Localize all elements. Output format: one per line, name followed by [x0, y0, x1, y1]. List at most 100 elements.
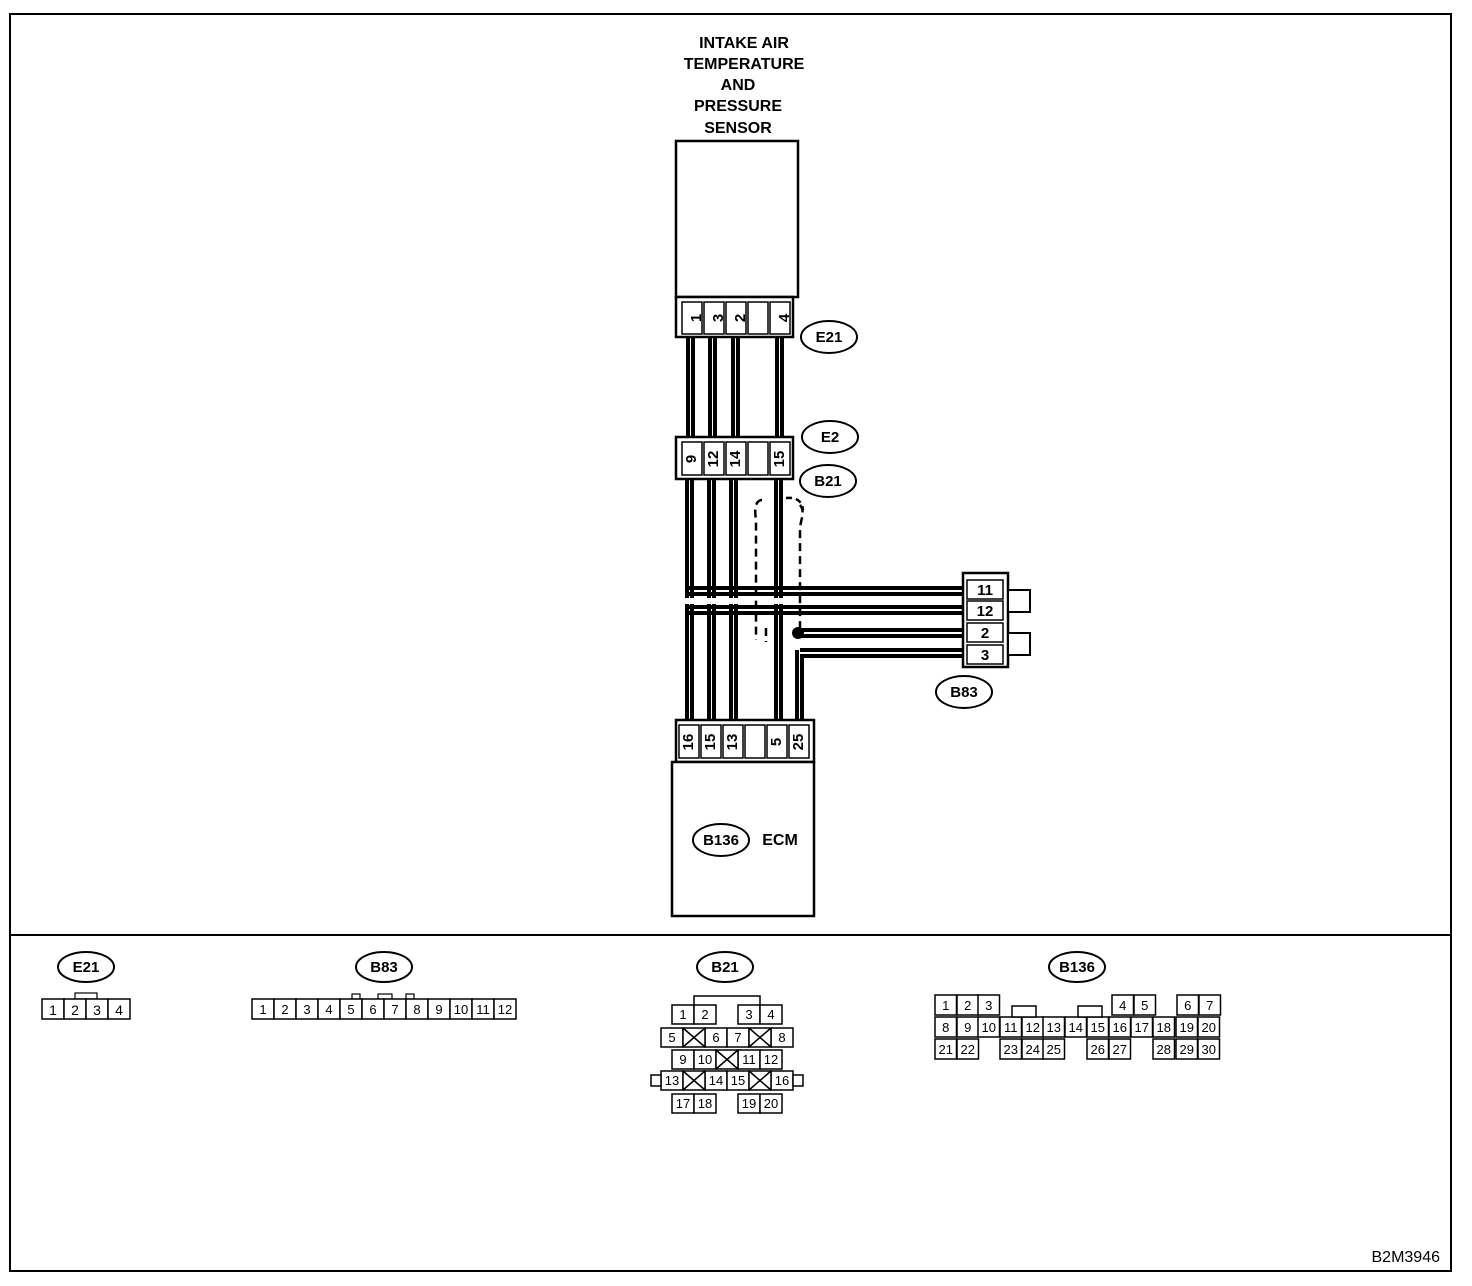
blank-pin-cross [682, 1070, 706, 1091]
b83-latch-top [1007, 589, 1031, 613]
sensor-title-line-4: PRESSURE [694, 98, 782, 115]
pin-box [1133, 994, 1157, 1016]
pin-label: 3 [985, 998, 992, 1013]
pin-label: 4 [325, 1002, 332, 1017]
pin-label: 27 [1113, 1042, 1127, 1057]
pin-label: 12 [498, 1002, 512, 1017]
pin-label: 9 [435, 1002, 442, 1017]
pin-box [759, 1093, 783, 1114]
b83-pin-label: 3 [981, 647, 989, 664]
b83-pin-boxes [966, 579, 1004, 665]
b21-badge [799, 464, 857, 498]
ecm-pin-label: 5 [768, 738, 785, 746]
pin-label: 17 [1135, 1020, 1149, 1035]
joint-pin-label: 9 [683, 455, 700, 463]
pin-label: 7 [734, 1030, 741, 1045]
legend-e21-pins [41, 998, 131, 1020]
pin-label: 3 [303, 1002, 310, 1017]
pin-label: 6 [369, 1002, 376, 1017]
pin-label: 11 [1004, 1020, 1018, 1035]
pin-label: 3 [745, 1007, 752, 1022]
sensor-pin-boxes [681, 301, 791, 335]
b136-latch [1077, 1005, 1103, 1018]
b136-badge-label: B136 [703, 832, 739, 849]
sensor-title-line-2: TEMPERATURE [684, 56, 805, 73]
legend-b136-badge [1048, 951, 1106, 983]
blank-pin-cross [715, 1049, 739, 1070]
blank-pin-cross [748, 1027, 772, 1048]
pin-label: 4 [767, 1007, 774, 1022]
legend-e21-label: E21 [73, 959, 100, 976]
legend-b21-badge [696, 951, 754, 983]
legend-e21-pin: 2 [71, 1002, 79, 1018]
pin-box [977, 994, 1001, 1016]
pin-box [1197, 1038, 1221, 1060]
ecm-pin-label: 13 [724, 734, 741, 751]
b83-latch-bottom [1007, 632, 1031, 656]
pin-label: 14 [709, 1073, 723, 1088]
wires-to-b83 [687, 586, 964, 722]
pin-label: 17 [676, 1096, 690, 1111]
legend-e21-pin: 3 [93, 1002, 101, 1018]
wires-upper [686, 337, 784, 437]
pin-label: 16 [775, 1073, 789, 1088]
legend-b136-label: B136 [1059, 959, 1095, 976]
legend-e21-latch [74, 992, 98, 1000]
sensor-title-line-5: SENSOR [704, 120, 772, 137]
pin-label: 4 [1119, 998, 1126, 1013]
pin-label: 12 [1026, 1020, 1040, 1035]
pin-box [1152, 1016, 1176, 1038]
legend-e21-badge [57, 951, 115, 983]
sensor-body [674, 139, 800, 299]
pin-label: 28 [1157, 1042, 1171, 1057]
joint-pin-boxes [681, 441, 791, 476]
pin-box [1152, 1038, 1176, 1060]
pin-label: 8 [778, 1030, 785, 1045]
e2-badge [801, 420, 859, 454]
legend-e21-pin: 4 [115, 1002, 123, 1018]
pin-label: 6 [1184, 998, 1191, 1013]
legend-b83-label: B83 [370, 959, 398, 976]
b21-latch [693, 995, 761, 1005]
b83-pin-label: 12 [977, 603, 994, 620]
pin-label: 19 [742, 1096, 756, 1111]
pin-label: 5 [1141, 998, 1148, 1013]
blank-pin-cross [682, 1027, 706, 1048]
ecm-pin-boxes [678, 724, 810, 759]
pin-label: 29 [1180, 1042, 1194, 1057]
b83-badge [935, 675, 993, 709]
b21-side-tab [650, 1074, 662, 1087]
pin-label: 25 [1047, 1042, 1061, 1057]
ecm-pin-label: 25 [790, 734, 807, 751]
pin-label: 11 [476, 1002, 490, 1017]
pin-label: 22 [961, 1042, 975, 1057]
joint-pin-label: 12 [705, 451, 722, 468]
pin-label: 13 [665, 1073, 679, 1088]
pin-box [759, 1004, 783, 1025]
pin-box [493, 998, 517, 1020]
shield-top [785, 496, 805, 511]
pin-box [1198, 994, 1222, 1016]
pin-label: 15 [731, 1073, 745, 1088]
crossing-gaps [684, 598, 785, 604]
sensor-title-line-1: INTAKE AIR [699, 35, 789, 52]
pin-label: 8 [942, 1020, 949, 1035]
pin-box [693, 1093, 717, 1114]
blank-pin-cross [748, 1070, 772, 1091]
joint-pin-label: 14 [727, 450, 744, 467]
pin-label: 26 [1091, 1042, 1105, 1057]
joint-pin-label: 15 [771, 451, 788, 468]
b83-pin-label: 11 [977, 582, 993, 599]
b83-badge-label: B83 [950, 684, 978, 701]
pin-label: 5 [668, 1030, 675, 1045]
sensor-title: INTAKE AIR TEMPERATURE AND PRESSURE SENS… [684, 35, 805, 137]
pin-label: 23 [1004, 1042, 1018, 1057]
pin-box [1042, 1038, 1066, 1060]
pin-label: 14 [1069, 1020, 1083, 1035]
pin-label: 20 [764, 1096, 778, 1111]
sensor-pin-label: 2 [732, 314, 749, 322]
pin-label: 2 [701, 1007, 708, 1022]
